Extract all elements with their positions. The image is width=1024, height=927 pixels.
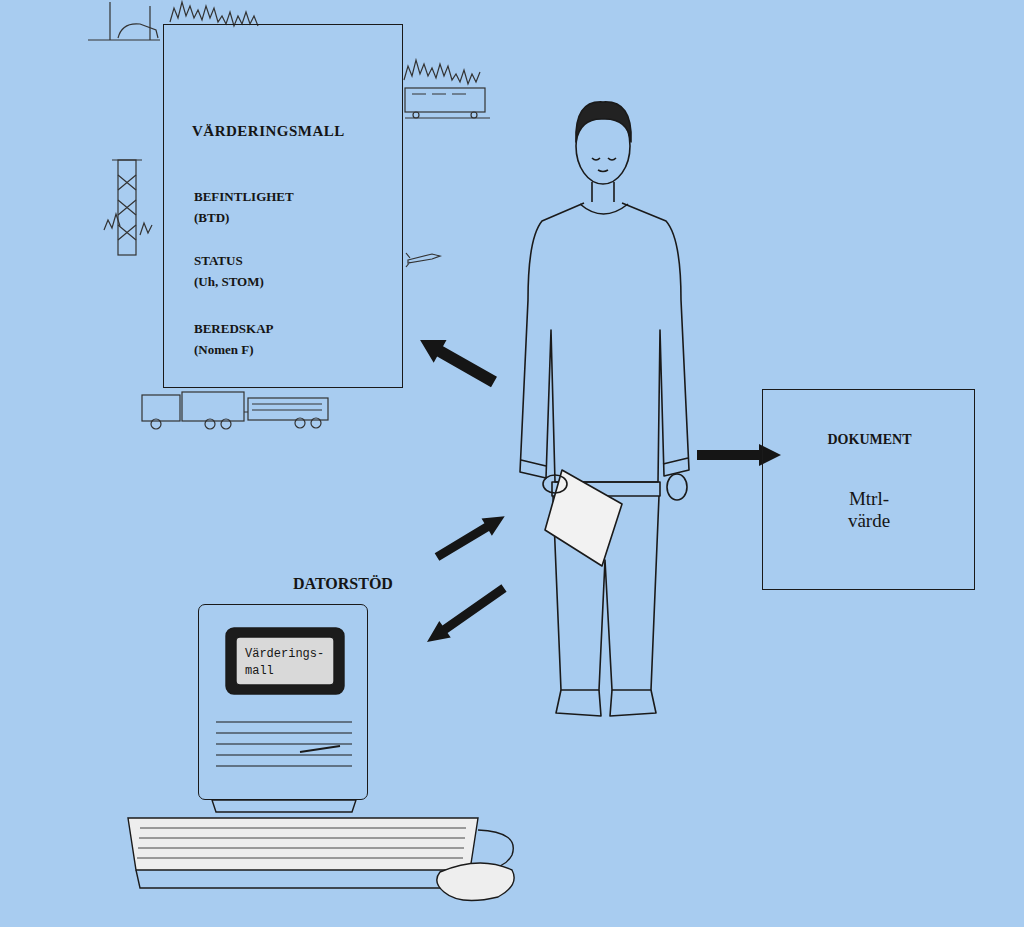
person-shoes (556, 690, 656, 716)
tree-line (170, 2, 258, 26)
box-heading: VÄRDERINGSMALL (192, 121, 397, 141)
keyboard-front (136, 870, 470, 888)
block-arrow (414, 329, 501, 394)
box-heading: DOKUMENT (783, 430, 956, 450)
screen-glass (236, 637, 334, 685)
template-item: BEFINTLIGHET (BTD) (194, 186, 300, 228)
trailer-detail (244, 404, 322, 412)
template-item: STATUS (Uh, STOM) (194, 250, 268, 292)
keyboard-keys (137, 828, 466, 858)
monitor-stand (212, 800, 356, 812)
block-arrow (421, 580, 509, 650)
train-car (405, 88, 485, 112)
wheel (471, 112, 477, 118)
held-paper (545, 470, 622, 566)
person-hand (543, 475, 567, 493)
wheel (413, 112, 419, 118)
fence-sketch (88, 2, 160, 40)
document-value: Mtrl- värde (834, 488, 904, 532)
block-arrow (432, 508, 510, 566)
template-box: VÄRDERINGSMALL BEFINTLIGHET (BTD) STATUS (… (163, 24, 403, 388)
sweater-collar (580, 204, 628, 214)
terrain-sketch (88, 2, 490, 429)
person-figure (520, 102, 689, 716)
person-hand (667, 474, 687, 500)
document-box: DOKUMENT Mtrl- värde (762, 389, 975, 590)
sweater-cuffs (521, 458, 688, 466)
person-neck (592, 182, 614, 202)
person-hair (576, 102, 631, 142)
person-face (592, 158, 616, 172)
computer-drawing (128, 628, 514, 901)
person-sweater (520, 203, 689, 482)
missile-sketch (406, 253, 440, 267)
trailer-sketch (248, 398, 328, 420)
wheel (221, 419, 231, 429)
tree-line (404, 60, 480, 84)
wheel (311, 418, 321, 428)
truck-tank (182, 392, 244, 421)
arrow-group (414, 329, 781, 650)
tree-line (104, 214, 152, 235)
computer-monitor: DATORSTÖDVärderings- mall (198, 604, 368, 800)
wheel (205, 419, 215, 429)
mouse-cable (478, 830, 513, 868)
template-item: BEREDSKAP (Nomen F) (194, 318, 286, 360)
vehicle-sketch (118, 24, 158, 38)
wheel (151, 419, 161, 429)
truck-cab (142, 395, 180, 421)
keyboard (128, 818, 478, 870)
block-arrow (697, 444, 781, 466)
computer-heading: DATORSTÖD (293, 574, 433, 594)
disk-slot (300, 746, 340, 752)
computer-mouse (437, 863, 514, 901)
tower-bracing (112, 160, 142, 240)
monitor-vents (216, 722, 352, 766)
screen-text: Värderings- mall (245, 646, 331, 680)
wheel (295, 418, 305, 428)
train-detail (405, 94, 490, 118)
screen-frame (226, 628, 344, 694)
